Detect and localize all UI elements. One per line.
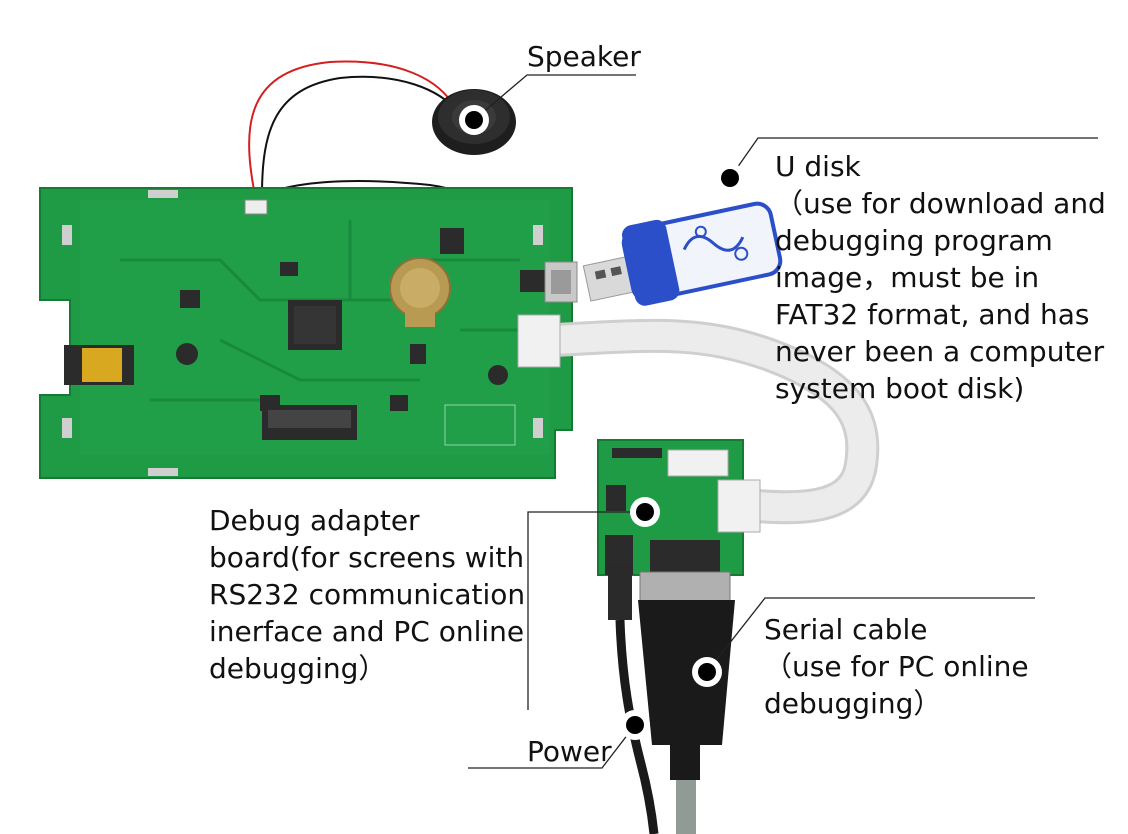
debug-adapter-label: Debug adapter board(for screens with RS2… — [209, 504, 526, 685]
callout-marker-udisk — [715, 163, 745, 193]
debug-adapter-board — [597, 439, 761, 580]
callout-marker-debug-adapter — [630, 497, 660, 527]
main-pcb — [39, 187, 578, 479]
speaker-label: Speaker — [527, 40, 641, 73]
power-label: Power — [527, 735, 612, 768]
callout-marker-serial-cable — [692, 657, 722, 687]
callout-marker-power — [620, 710, 650, 740]
serial-cable-label: Serial cable （use for PC online debuggin… — [764, 613, 1029, 720]
power-cable — [608, 565, 659, 834]
leader-lines — [468, 74, 1098, 769]
callout-marker-speaker — [459, 105, 489, 135]
u-disk-label: U disk （use for download and debugging p… — [775, 150, 1106, 405]
serial-cable — [638, 571, 735, 834]
ribbon-cable — [517, 314, 880, 525]
u-disk — [582, 201, 783, 306]
